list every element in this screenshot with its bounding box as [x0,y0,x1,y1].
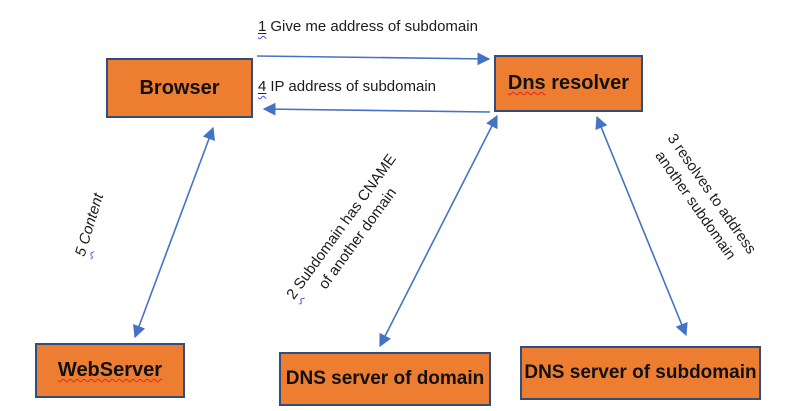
dns-server-of-domain-label: DNS server of domain [285,368,485,389]
browser-node: Browser [106,58,253,118]
dns-server-of-domain-node: DNS server of domain [279,352,491,406]
dns-server-of-subdomain-node: DNS server of subdomain [520,346,761,400]
webserver-label: WebServer [57,359,163,381]
misspelled-word: Dns [507,72,546,94]
arrow-resolver-dnsdomain [379,114,498,348]
arrow-browser-to-resolver [256,52,491,66]
browser-label: Browser [139,76,220,99]
arrow-browser-webserver [133,126,215,339]
dns-server-of-subdomain-label: DNS server of subdomain [524,362,757,383]
step4-number: 4 [258,78,267,95]
arrow-resolver-dnssubdomain [595,115,688,337]
dns-resolver-label: Dns resolver [507,72,630,94]
step1-number: 1 [258,18,267,35]
arrow-resolver-to-browser [262,102,491,116]
dns-resolver-node: Dns resolver [494,55,643,112]
webserver-node: WebServer [35,343,185,398]
